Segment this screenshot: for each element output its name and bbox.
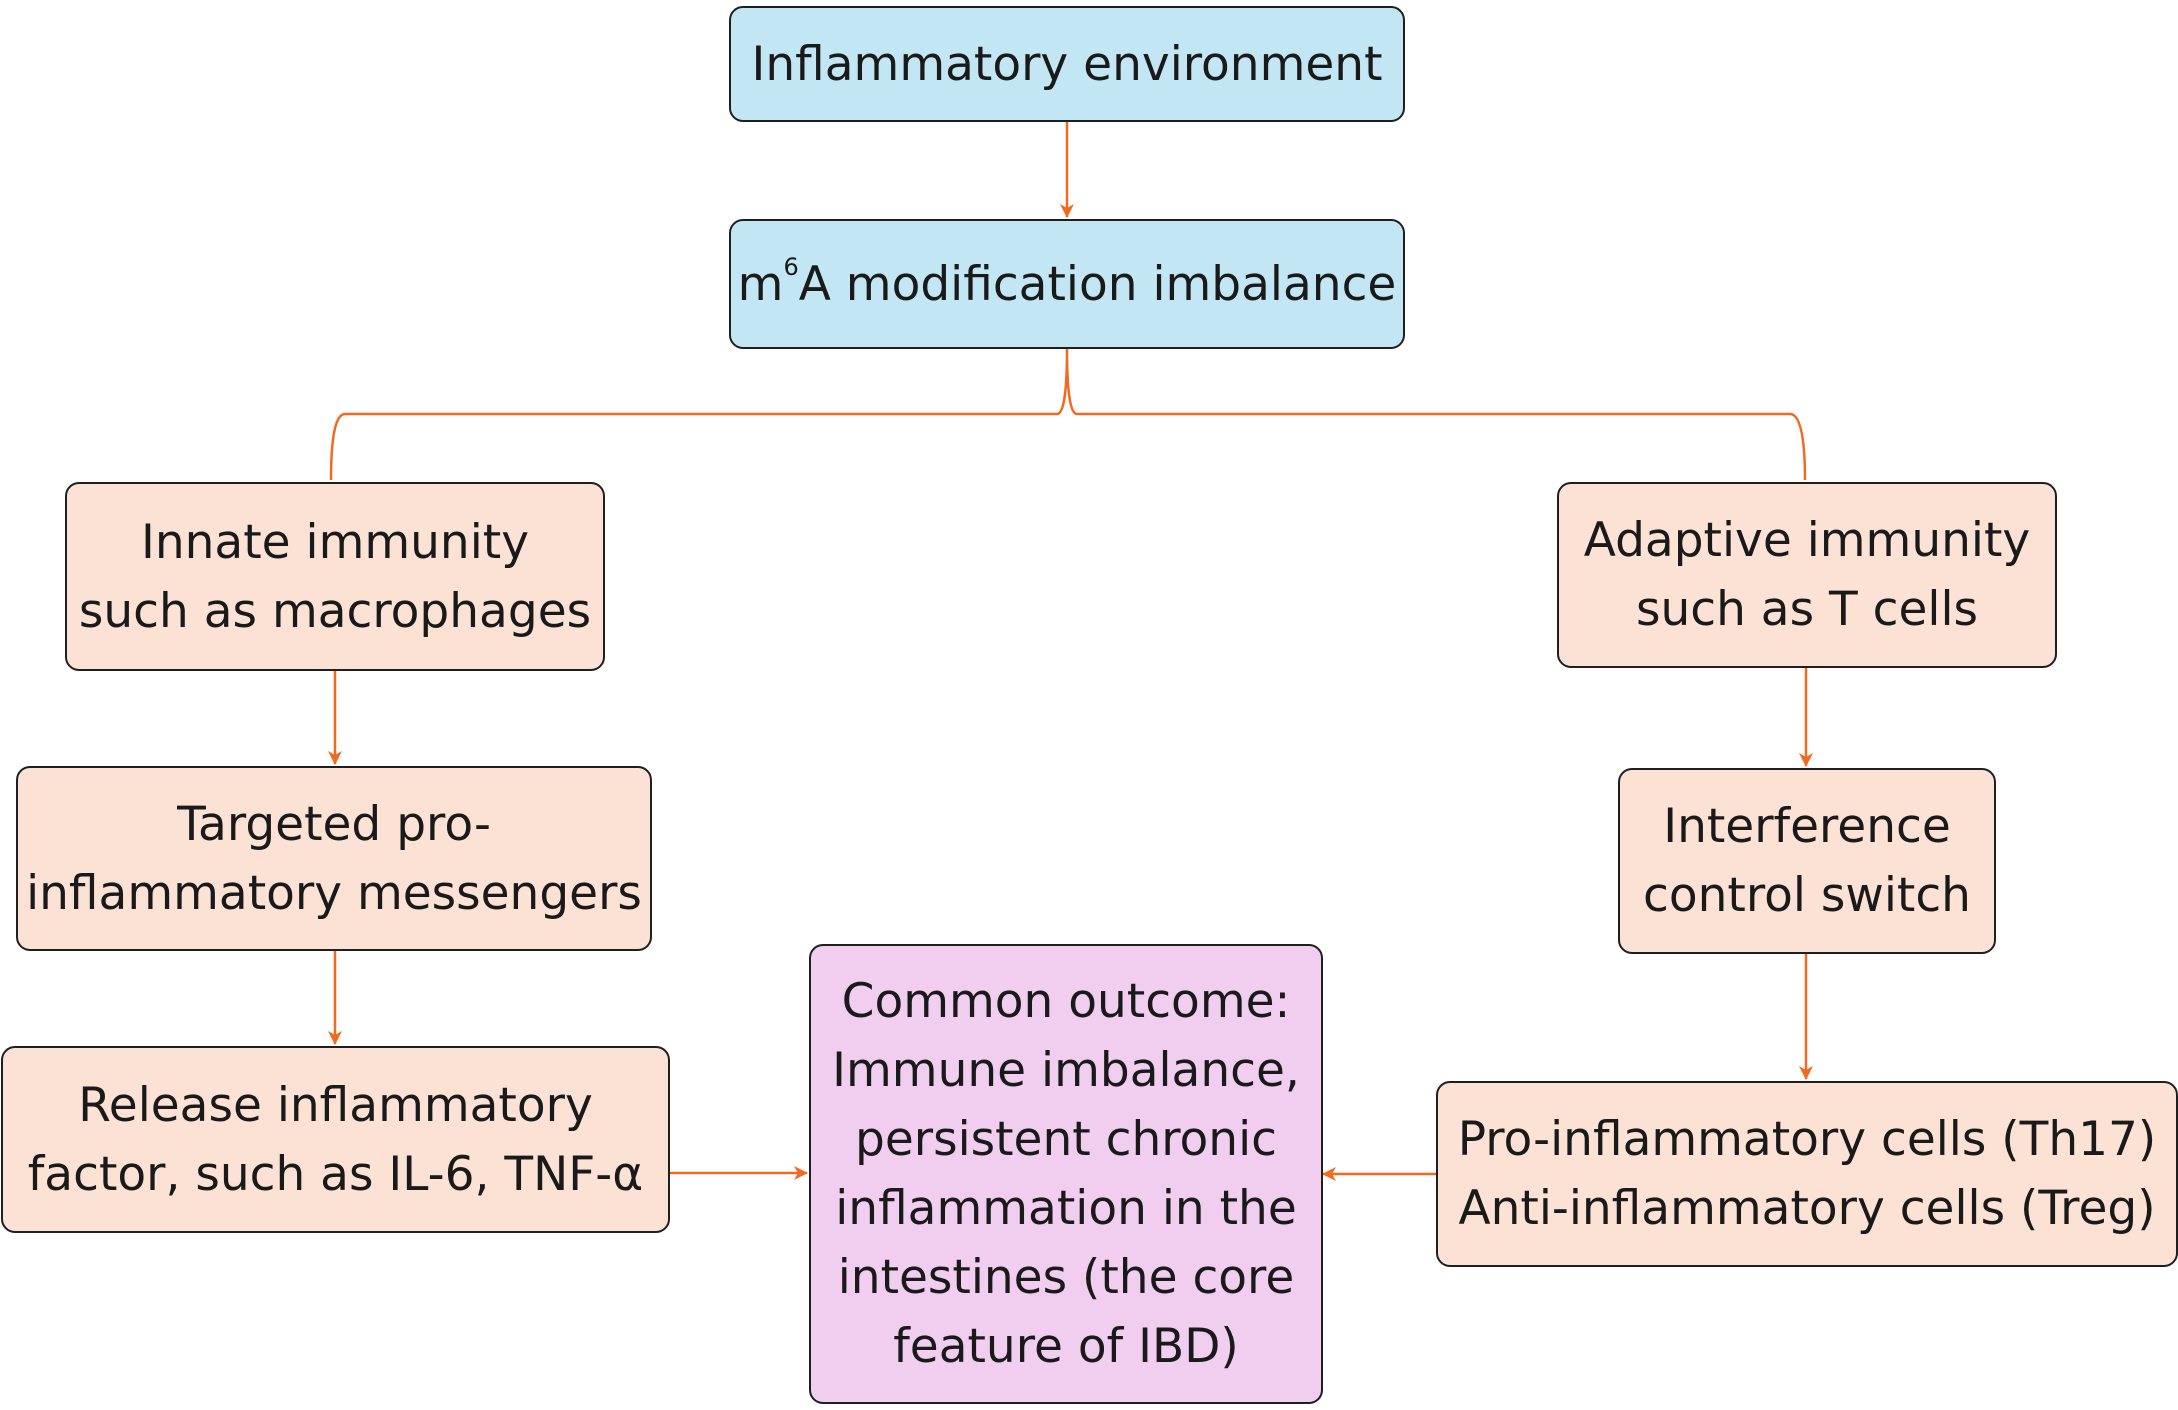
inflammatory-environment-label: Inflammatory environment (751, 36, 1383, 92)
release-factor-line-2: factor, such as IL-6, TNF-α (27, 1146, 644, 1202)
interference-switch-line-1: Interference (1663, 799, 1951, 854)
inflammatory-environment-box: Inflammatory environment (729, 6, 1405, 122)
m6a-superscript: 6 (783, 252, 799, 281)
immune-cells-box: Pro-inflammatory cells (Th17) Anti-infla… (1436, 1081, 2178, 1267)
innate-immunity-box: Innate immunity such as macrophages (65, 482, 605, 671)
adaptive-immunity-line-1: Adaptive immunity (1583, 513, 2031, 568)
common-outcome-box: Common outcome: Immune imbalance, persis… (809, 944, 1323, 1404)
branch-connector (329, 348, 1807, 481)
interference-switch-line-2: control switch (1643, 868, 1971, 923)
common-outcome-line-4: inflammation in the (835, 1181, 1297, 1236)
m6a-imbalance-label: m6A modification imbalance (738, 250, 1397, 319)
common-outcome-line-5: intestines (the core (837, 1250, 1295, 1305)
targeted-messengers-box: Targeted pro- inflammatory messengers (16, 766, 652, 951)
targeted-messengers-line-2: inflammatory messengers (26, 865, 642, 921)
release-factor-box: Release inflammatory factor, such as IL-… (1, 1046, 670, 1233)
common-outcome-line-6: feature of IBD) (893, 1319, 1239, 1374)
m6a-imbalance-box: m6A modification imbalance (729, 219, 1405, 349)
innate-immunity-line-1: Innate immunity (140, 514, 530, 570)
immune-cells-line-2: Anti-inflammatory cells (Treg) (1458, 1181, 2156, 1236)
common-outcome-line-2: Immune imbalance, (832, 1043, 1300, 1098)
interference-switch-box: Interference control switch (1618, 768, 1996, 954)
immune-cells-line-1: Pro-inflammatory cells (Th17) (1457, 1112, 2157, 1167)
common-outcome-line-3: persistent chronic (855, 1112, 1277, 1167)
m6a-suffix: A modification imbalance (798, 256, 1397, 312)
release-factor-line-1: Release inflammatory (78, 1077, 593, 1133)
common-outcome-line-1: Common outcome: (841, 974, 1291, 1029)
adaptive-immunity-line-2: such as T cells (1635, 582, 1979, 637)
targeted-messengers-line-1: Targeted pro- (177, 796, 491, 852)
m6a-prefix: m (737, 256, 784, 312)
innate-immunity-line-2: such as macrophages (78, 583, 592, 639)
adaptive-immunity-box: Adaptive immunity such as T cells (1557, 482, 2057, 668)
